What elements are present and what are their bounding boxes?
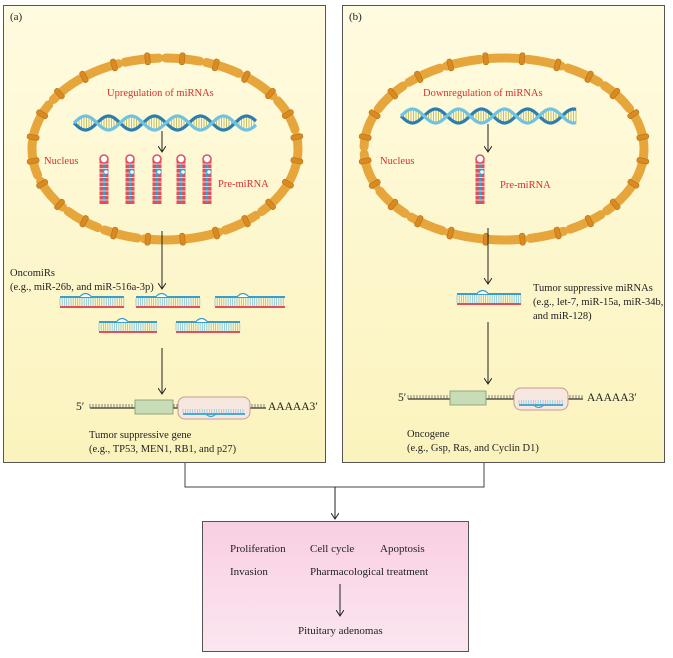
result-label: Pituitary adenomas (298, 625, 383, 637)
tumor-suppressive-mirnas-examples-1: (e.g., let-7, miR-15a, miR-34b, (533, 297, 664, 308)
target-mrna (407, 387, 583, 411)
panel-b-connector (335, 463, 485, 488)
poly-a-label: AAAAA3′ (587, 392, 637, 404)
premirna-hairpins (99, 154, 212, 204)
nucleus-label: Nucleus (44, 156, 79, 167)
oncomirs-examples: (e.g., miR-26b, and miR-516a-3p) (10, 282, 154, 293)
dna-helix (72, 114, 258, 132)
panel-a-label: (a) (10, 11, 23, 23)
poly-a-label: AAAAA3′ (268, 401, 318, 413)
invasion-label: Invasion (230, 566, 268, 578)
nucleus-label: Nucleus (380, 156, 415, 167)
panel-a: (a) Upregulation of miRNAs Nucleus Pre-m… (3, 5, 326, 463)
oncogene-examples: (e.g., Gsp, Ras, and Cyclin D1) (407, 443, 539, 454)
panel-b-graphics (358, 52, 650, 411)
proliferation-label: Proliferation (230, 543, 286, 555)
panel-a-graphics (26, 52, 304, 420)
tumor-suppressive-mirnas-examples-2: and miR-128) (533, 311, 592, 322)
pharmacological-label: Pharmacological treatment (310, 566, 429, 578)
outcome-box: Proliferation Cell cycle Apoptosis Invas… (202, 521, 469, 652)
gene-examples: (e.g., TP53, MEN1, RB1, and p27) (89, 444, 237, 455)
panel-b-label: (b) (349, 11, 362, 23)
premirna-label: Pre-miRNA (500, 180, 551, 191)
cell-cycle-label: Cell cycle (310, 543, 355, 555)
nucleus-membrane (26, 52, 304, 246)
oncomirs-title: OncomiRs (10, 268, 55, 279)
outcome-arrow-svg (203, 584, 470, 653)
target-mrna (89, 396, 266, 420)
premirna-hairpins (475, 154, 485, 204)
gene-title: Tumor suppressive gene (89, 430, 192, 441)
tumor-suppressive-mirnas-title: Tumor suppressive miRNAs (533, 283, 653, 294)
five-prime-label: 5′ (398, 392, 407, 404)
nucleus-membrane (358, 52, 650, 246)
mature-mirna-duplexes (456, 289, 522, 305)
oncogene-title: Oncogene (407, 429, 450, 440)
panel-a-connector (184, 463, 335, 488)
regulation-label: Upregulation of miRNAs (107, 88, 214, 99)
panel-b: (b) Downregulation of miRNAs Nucleus Pre… (342, 5, 665, 463)
premirna-label: Pre-miRNA (218, 179, 269, 190)
mature-mirna-duplexes (59, 292, 285, 333)
apoptosis-label: Apoptosis (380, 543, 425, 555)
dna-helix (399, 107, 577, 125)
five-prime-label: 5′ (76, 401, 85, 413)
regulation-label: Downregulation of miRNAs (423, 88, 543, 99)
